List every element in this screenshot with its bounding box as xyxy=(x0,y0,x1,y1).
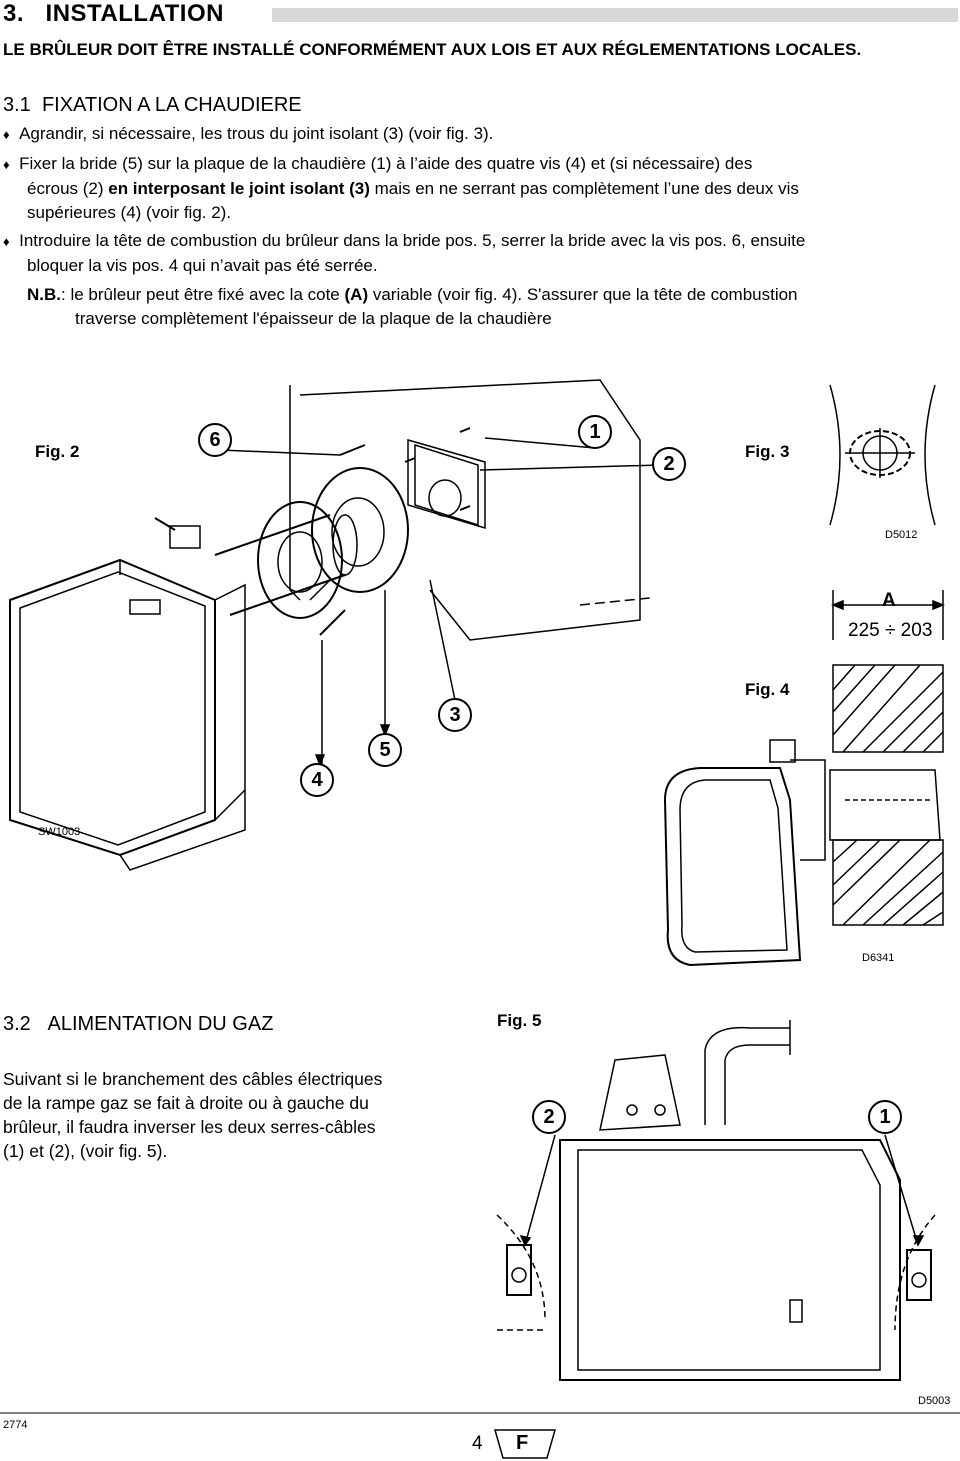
bullet-symbol: ♦ xyxy=(3,127,10,142)
nb-label: N.B. xyxy=(27,285,61,304)
s32-line-1: Suivant si le branchement des câbles éle… xyxy=(3,1069,383,1089)
fig2-callout-3: 3 xyxy=(438,698,472,732)
language-badge: F xyxy=(516,1432,529,1454)
footer-rule xyxy=(0,1412,960,1459)
subsection-31-name: FIXATION A LA CHAUDIERE xyxy=(41,94,302,116)
fig2-callout-6: 6 xyxy=(198,423,232,457)
bullet-3-line-1: Introduire la tête de combustion du brûl… xyxy=(19,231,806,250)
subsection-32-name: ALIMENTATION DU GAZ xyxy=(47,1013,274,1035)
subsection-31-number: 3.1 xyxy=(3,94,31,116)
fig2-label: Fig. 2 xyxy=(35,442,80,461)
fig4-code: D6341 xyxy=(862,952,895,964)
bullet-symbol: ♦ xyxy=(3,157,10,172)
bullet-1: ♦ Agrandir, si nécessaire, les trous du … xyxy=(3,122,493,147)
fig5-callout-2: 2 xyxy=(532,1100,566,1134)
bullet-2-line-1: Fixer la bride (5) sur la plaque de la c… xyxy=(19,154,753,173)
fig2-callout-5: 5 xyxy=(368,733,402,767)
s32-line-3: brûleur, il faudra inverser les deux ser… xyxy=(3,1117,376,1137)
fig4-drawing xyxy=(663,590,946,967)
nb-line-1a: : le brûleur peut être fixé avec la cote xyxy=(61,285,345,304)
s32-line-4: (1) et (2), (voir fig. 5). xyxy=(3,1141,168,1161)
footer-doc-code: 2774 xyxy=(3,1419,28,1431)
subsection-32-text: Suivant si le branchement des câbles éle… xyxy=(3,1067,382,1163)
fig4-label: Fig. 4 xyxy=(745,680,790,699)
warning-text: LE BRÛLEUR DOIT ÊTRE INSTALLÉ CONFORMÉME… xyxy=(3,40,862,59)
fig2-callout-4: 4 xyxy=(300,763,334,797)
subsection-32-title: 3.2 ALIMENTATION DU GAZ xyxy=(3,1013,273,1036)
subsection-31-title: 3.1 FIXATION A LA CHAUDIERE xyxy=(3,94,302,117)
nb-line-2: traverse complètement l'épaisseur de la … xyxy=(75,309,552,328)
bullet-2-line-3: supérieures (4) (voir fig. 2). xyxy=(27,203,232,222)
fig4-dim-label: A xyxy=(882,590,896,611)
fig5-code: D5003 xyxy=(918,1395,951,1407)
bullet-symbol: ♦ xyxy=(3,234,10,249)
bullet-2-line-2a: écrous (2) xyxy=(27,179,109,198)
fig2-drawing xyxy=(9,379,661,871)
title-rule xyxy=(272,8,958,22)
fig3-code: D5012 xyxy=(885,529,918,541)
page-number: 4 xyxy=(472,1433,483,1454)
bullet-2: ♦ Fixer la bride (5) sur la plaque de la… xyxy=(3,152,958,225)
fig3-label: Fig. 3 xyxy=(745,442,790,461)
nb-line-1b: variable (voir fig. 4). S'assurer que la… xyxy=(368,285,798,304)
fig5-callout-1: 1 xyxy=(868,1100,902,1134)
bullet-2-line-2b: en interposant le joint isolant (3) xyxy=(108,179,370,198)
bullet-3-line-2: bloquer la vis pos. 4 qui n’avait pas ét… xyxy=(27,256,378,275)
section-title: 3. INSTALLATION xyxy=(3,0,224,28)
fig4-dim-value: 225 ÷ 203 xyxy=(848,620,933,641)
fig5-drawing xyxy=(496,1020,936,1381)
nb-note: N.B.: le brûleur peut être fixé avec la … xyxy=(27,283,960,331)
fig3-drawing xyxy=(829,384,936,526)
fig2-callout-2: 2 xyxy=(652,447,686,481)
nb-a: (A) xyxy=(344,285,369,304)
bullet-2-line-2c: mais en ne serrant pas complètement l’un… xyxy=(369,179,799,198)
section-name: INSTALLATION xyxy=(45,0,224,27)
s32-line-2: de la rampe gaz se fait à droite ou à ga… xyxy=(3,1093,369,1113)
fig5-label: Fig. 5 xyxy=(497,1011,542,1030)
bullet-3: ♦ Introduire la tête de combustion du br… xyxy=(3,229,958,278)
section-number: 3. xyxy=(3,0,25,27)
bullet-1-text: Agrandir, si nécessaire, les trous du jo… xyxy=(19,124,494,143)
fig2-callout-1: 1 xyxy=(578,415,612,449)
subsection-32-number: 3.2 xyxy=(3,1013,31,1035)
fig2-code: SW1003 xyxy=(38,826,81,838)
